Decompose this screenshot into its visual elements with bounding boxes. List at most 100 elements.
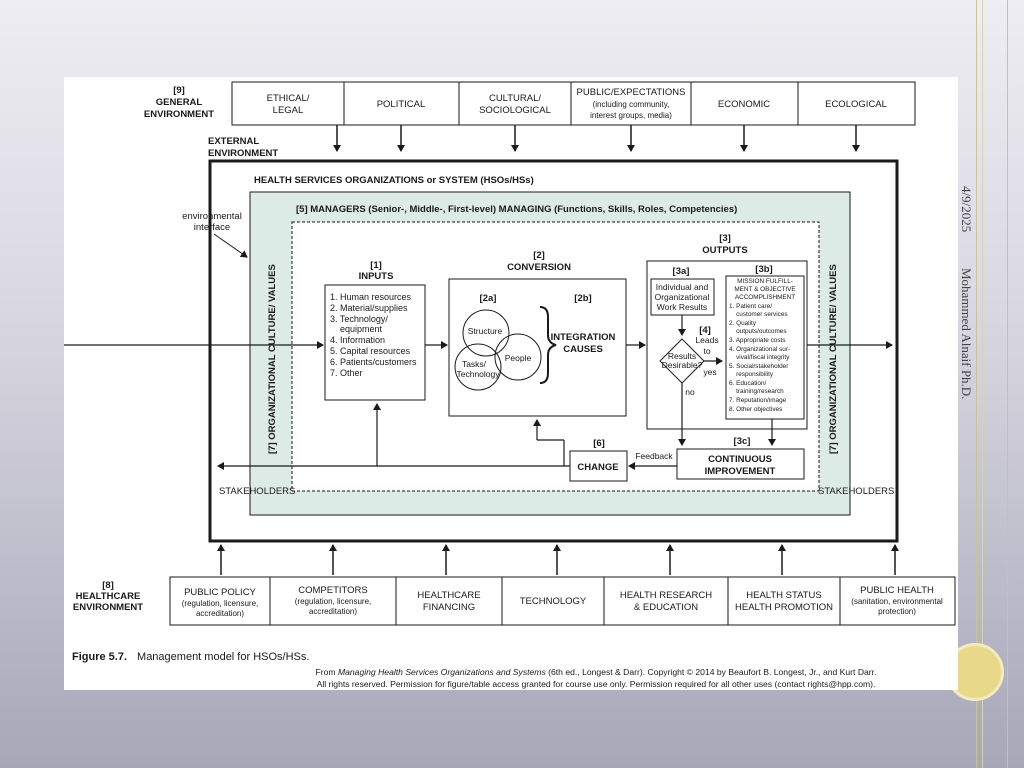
culture-label-left: [7] ORGANIZATIONAL CULTURE/ VALUES: [267, 264, 278, 454]
svg-text:COMPETITORS: COMPETITORS: [298, 585, 368, 596]
svg-text:customer services: customer services: [729, 311, 788, 318]
svg-text:(sanitation, environmental: (sanitation, environmental: [851, 597, 943, 606]
svg-text:LEGAL: LEGAL: [273, 105, 304, 116]
svg-text:protection): protection): [878, 607, 916, 616]
output-3a-num: [3a]: [673, 266, 690, 277]
svg-text:INPUTS: INPUTS: [359, 271, 394, 282]
general-environment-boxes: [231, 81, 916, 126]
svg-text:2. Quality: 2. Quality: [729, 320, 757, 327]
svg-text:[9]: [9]: [173, 85, 185, 96]
svg-text:IMPROVEMENT: IMPROVEMENT: [705, 466, 776, 477]
svg-text:5. Capital resources: 5. Capital resources: [330, 346, 411, 356]
venn-structure: Structure: [468, 326, 503, 336]
svg-text:[2]: [2]: [533, 250, 545, 261]
svg-text:[3]: [3]: [719, 233, 731, 244]
svg-text:(regulation, licensure,: (regulation, licensure,: [182, 599, 258, 608]
general-box-ecological: ECOLOGICAL: [825, 99, 887, 110]
svg-text:Organizational: Organizational: [655, 292, 710, 302]
svg-text:8. Other objectives: 8. Other objectives: [729, 406, 782, 413]
managers-label: [5] MANAGERS (Senior-, Middle-, First-le…: [296, 204, 737, 215]
svg-text:HEALTHCARE: HEALTHCARE: [417, 590, 480, 601]
continuous-improvement-box: [676, 448, 805, 480]
inputs-list: 1. Human resources 2. Material/supplies …: [330, 292, 417, 378]
svg-text:ACCOMPLISHMENT: ACCOMPLISHMENT: [735, 294, 795, 301]
svg-text:outputs/outcomes: outputs/outcomes: [729, 328, 787, 335]
venn-people: People: [505, 353, 532, 363]
output-3b-box: [725, 275, 805, 420]
svg-text:interface: interface: [194, 222, 230, 233]
environmental-interface-label: environmental interface: [182, 211, 242, 233]
healthcare-environment-label: [8] HEALTHCARE ENVIRONMENT: [73, 580, 143, 613]
inputs-heading: [1] INPUTS: [359, 260, 394, 282]
svg-text:CONTINUOUS: CONTINUOUS: [708, 454, 772, 465]
management-model-diagram: [9] GENERAL ENVIRONMENT ETHICAL/ LEGAL P…: [64, 81, 956, 689]
change-num: [6]: [593, 438, 605, 449]
continuous-improvement-text: CONTINUOUS IMPROVEMENT: [705, 454, 776, 477]
continuous-num: [3c]: [734, 436, 751, 447]
svg-text:[8]: [8]: [102, 580, 114, 591]
outputs-heading: [3] OUTPUTS: [702, 233, 747, 256]
venn-technology: Technology: [456, 369, 500, 379]
feedback-label: Feedback: [635, 451, 673, 461]
svg-text:HEALTH RESEARCH: HEALTH RESEARCH: [620, 590, 712, 601]
general-box-cultural: CULTURAL/ SOCIOLOGICAL: [479, 93, 551, 116]
svg-text:2. Material/supplies: 2. Material/supplies: [330, 303, 408, 313]
figure-caption: Figure 5.7.Management model for HSOs/HSs…: [72, 651, 309, 663]
svg-text:CAUSES: CAUSES: [563, 344, 603, 355]
svg-text:OUTPUTS: OUTPUTS: [702, 245, 747, 256]
healthcare-box-public-policy: PUBLIC POLICY (regulation, licensure, ac…: [182, 587, 258, 618]
general-box-ethical-legal: ETHICAL/ LEGAL: [267, 93, 310, 116]
decision-yes: yes: [703, 367, 716, 377]
svg-text:1. Human resources: 1. Human resources: [330, 292, 412, 302]
output-3b-list: MISSION FULFILL- MENT & OBJECTIVE ACCOMP…: [729, 278, 796, 413]
svg-text:responsibility: responsibility: [729, 371, 774, 378]
stakeholders-left: STAKEHOLDERS: [219, 486, 295, 497]
svg-text:equipment: equipment: [330, 324, 383, 334]
svg-text:Work Results: Work Results: [657, 302, 707, 312]
svg-text:PUBLIC HEALTH: PUBLIC HEALTH: [860, 585, 934, 596]
output-3b-num: [3b]: [755, 264, 772, 275]
svg-text:& EDUCATION: & EDUCATION: [634, 602, 698, 613]
healthcare-box-research: HEALTH RESEARCH & EDUCATION: [620, 590, 712, 613]
svg-text:ENVIRONMENT: ENVIRONMENT: [73, 602, 143, 613]
svg-text:ETHICAL/: ETHICAL/: [267, 93, 310, 104]
healthcare-box-competitors: COMPETITORS (regulation, licensure, accr…: [295, 585, 371, 616]
svg-text:interest groups, media): interest groups, media): [590, 111, 672, 120]
healthcare-box-health-status: HEALTH STATUS HEALTH PROMOTION: [735, 590, 833, 613]
svg-text:ENVIRONMENT: ENVIRONMENT: [208, 148, 278, 159]
svg-text:accreditation): accreditation): [196, 609, 244, 618]
conversion-brace: [539, 306, 557, 384]
svg-text:[1]: [1]: [370, 260, 382, 271]
svg-text:6. Education/: 6. Education/: [729, 380, 767, 387]
svg-text:4. Information: 4. Information: [330, 335, 385, 345]
venn-circles: [454, 309, 542, 391]
svg-text:HEALTH PROMOTION: HEALTH PROMOTION: [735, 602, 833, 613]
svg-text:ENVIRONMENT: ENVIRONMENT: [144, 109, 214, 120]
svg-text:accreditation): accreditation): [309, 607, 357, 616]
culture-label-right: [7] ORGANIZATIONAL CULTURE/ VALUES: [828, 264, 839, 454]
svg-text:Leads: Leads: [695, 335, 718, 345]
svg-text:(regulation, licensure,: (regulation, licensure,: [295, 597, 371, 606]
svg-text:3. Technology/: 3. Technology/: [330, 314, 388, 324]
svg-text:training/research: training/research: [729, 388, 784, 395]
svg-text:environmental: environmental: [182, 211, 242, 222]
decorative-rail: [976, 0, 1008, 768]
svg-text:vival/fiscal integrity: vival/fiscal integrity: [729, 354, 790, 361]
decision-text: Results Desirable?: [662, 351, 703, 370]
hso-title: HEALTH SERVICES ORGANIZATIONS or SYSTEM …: [254, 175, 534, 186]
inputs-box: [324, 284, 426, 401]
svg-text:EXTERNAL: EXTERNAL: [208, 136, 259, 147]
svg-text:to: to: [703, 346, 710, 356]
general-box-public-expectations: PUBLIC/EXPECTATIONS (including community…: [577, 87, 686, 120]
change-box: [569, 450, 628, 482]
svg-text:SOCIOLOGICAL: SOCIOLOGICAL: [479, 105, 551, 116]
healthcare-box-public-health: PUBLIC HEALTH (sanitation, environmental…: [851, 585, 943, 616]
svg-text:MENT & OBJECTIVE: MENT & OBJECTIVE: [734, 286, 795, 293]
svg-text:INTEGRATION: INTEGRATION: [551, 332, 616, 343]
external-environment-label: EXTERNAL ENVIRONMENT: [208, 136, 278, 159]
venn-tasks: Tasks/: [462, 359, 487, 369]
output-3a-box: [650, 278, 715, 316]
environmental-interface-arrow: [213, 233, 248, 258]
svg-text:FINANCING: FINANCING: [423, 602, 475, 613]
svg-text:ECOLOGICAL: ECOLOGICAL: [825, 99, 887, 110]
